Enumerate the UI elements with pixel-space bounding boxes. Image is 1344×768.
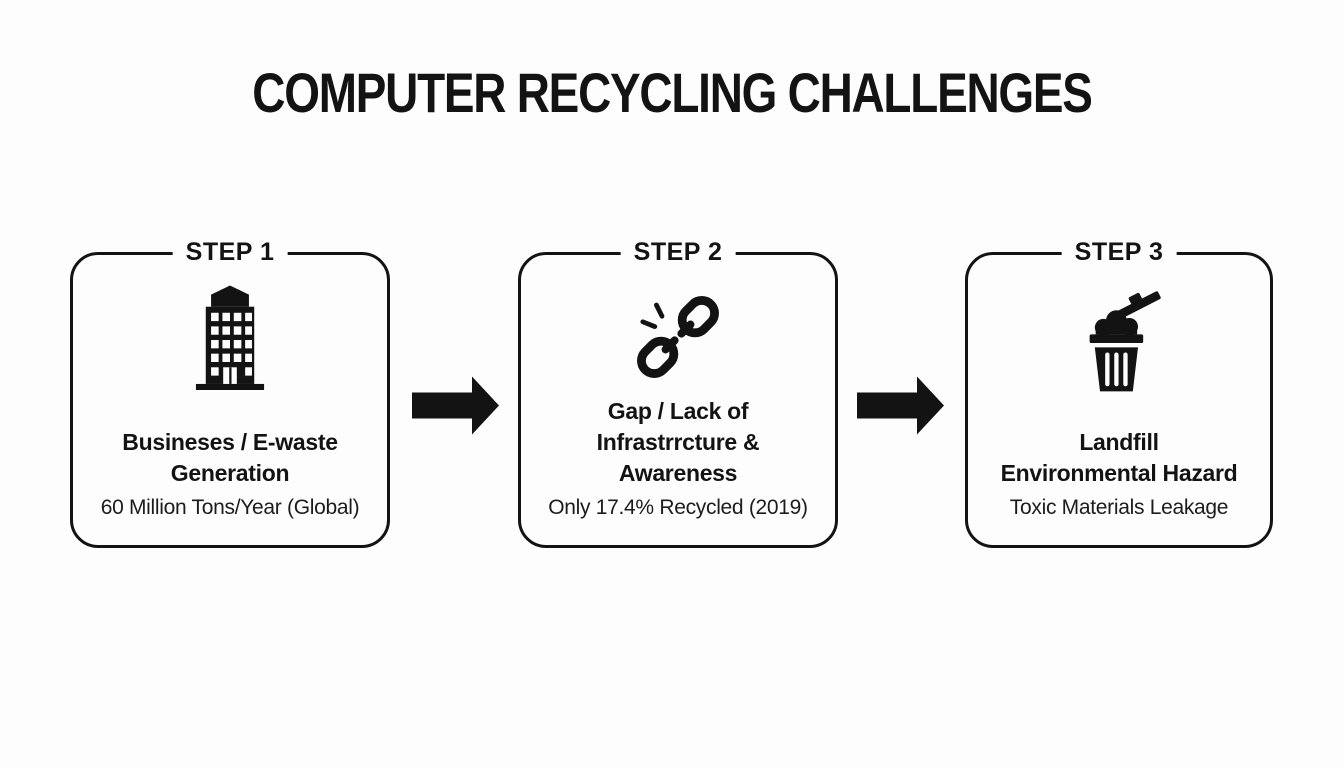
step-2-heading: Gap / Lack of Infrastrrcture & Awareness [596, 398, 760, 486]
step-1-detail: 60 Million Tons/Year (Global) [100, 496, 360, 519]
building-icon [195, 285, 265, 390]
broken-chain-icon [637, 296, 719, 378]
step-2-icon-wrap [521, 281, 835, 393]
step-3-label: STEP 3 [1061, 238, 1177, 266]
step-2-detail: Only 17.4% Recycled (2019) [548, 496, 808, 519]
page-title: COMPUTER RECYCLING CHALLENGES [252, 61, 1093, 124]
step-3-heading: Landfill Environmental Hazard [1000, 429, 1238, 486]
step-3-icon-wrap [968, 281, 1270, 393]
step-2-label: STEP 2 [620, 238, 736, 266]
step-3-detail: Toxic Materials Leakage [1009, 496, 1229, 519]
step-3-text: Landfill Environmental Hazard Toxic Mate… [976, 427, 1262, 521]
step-1-text: Busineses / E-waste Generation 60 Millio… [81, 427, 379, 521]
step-1-label: STEP 1 [172, 238, 288, 266]
step-1-icon-wrap [73, 281, 387, 393]
step-1-heading: Busineses / E-waste Generation [122, 429, 338, 486]
arrow-right-icon [857, 376, 944, 435]
step-2-text: Gap / Lack of Infrastrrcture & Awareness… [529, 396, 827, 521]
trash-can-icon [1089, 291, 1161, 392]
arrow-right-icon [412, 376, 499, 435]
step-1-box: STEP 1 Busineses / E-waste Generation 60… [70, 238, 390, 548]
step-2-box: STEP 2 Gap / Lack of Infrastrrcture & Aw… [518, 238, 838, 548]
step-3-box: STEP 3 Landfill Environmental Hazard [965, 238, 1273, 548]
